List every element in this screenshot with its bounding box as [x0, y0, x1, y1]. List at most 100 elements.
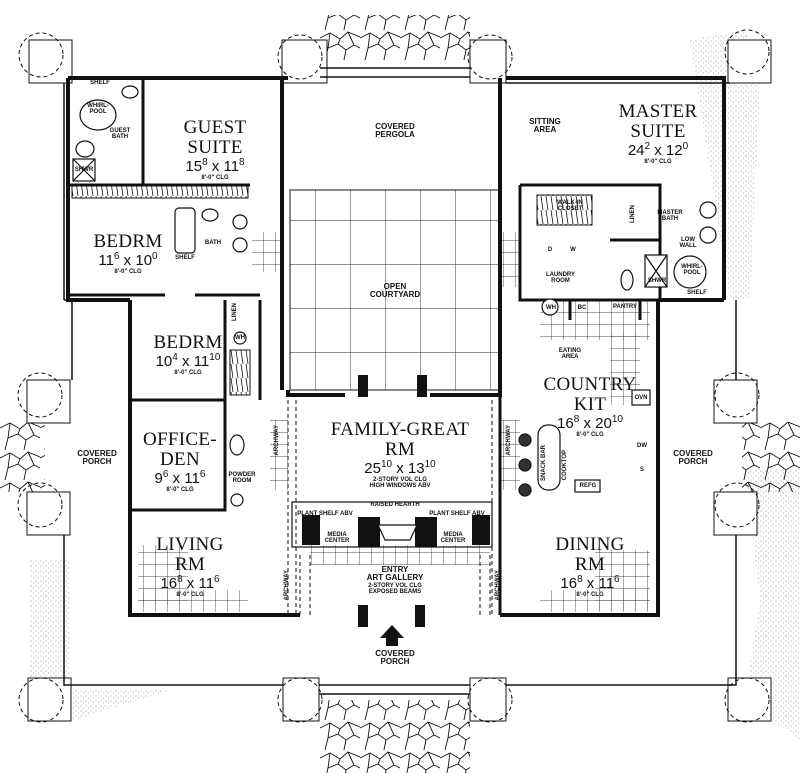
entry-arrow-icon — [380, 625, 404, 646]
fireplace — [291, 501, 493, 548]
room-label-country-kit: COUNTRY KIT 168 x 2010 8'-0" CLG — [540, 375, 640, 438]
label-oven: OVN — [634, 395, 648, 401]
room-dimensions: 168 x 2010 — [557, 413, 623, 432]
closet-shelving — [71, 185, 593, 396]
label-dishwasher: DW — [637, 443, 647, 449]
room-dimensions: 168 x 116 — [560, 573, 620, 592]
room-dimensions: 96 x 116 — [154, 468, 206, 487]
room-name: RM — [384, 438, 416, 460]
label-washer: W — [570, 247, 576, 253]
label-archway-3: ARCHWAY — [284, 570, 290, 601]
ceiling-note: 8'-0" CLG — [174, 369, 202, 376]
room-name: SUITE — [187, 136, 243, 158]
column-piers — [17, 29, 772, 723]
ceiling-note: 2-STORY VOL CLG — [373, 476, 427, 483]
ceiling-note: 8'-0" CLG — [576, 431, 604, 438]
label-archway-2: ARCHWAY — [506, 425, 512, 456]
label-entry-art-gallery: ENTRY ART GALLERY 2-STORY VOL CLG EXPOSE… — [366, 565, 424, 596]
room-label-family-great-rm: FAMILY-GREAT RM 2510 x 1310 2-STORY VOL … — [320, 420, 480, 489]
label-dryer: D — [547, 247, 553, 253]
room-label-dining-rm: DINING RM 168 x 116 8'-0" CLG — [550, 535, 630, 598]
exterior-walls — [66, 76, 726, 617]
label-linen-hall: LINEN — [232, 303, 238, 321]
room-dimensions: 242 x 120 — [627, 140, 689, 159]
label-bath: BATH — [204, 240, 222, 246]
room-label-office-den: OFFICE- DEN 96 x 116 8'-0" CLG — [140, 430, 220, 493]
ceiling-note: 8'-0" CLG — [166, 486, 194, 493]
label-cooktop: COOKTOP — [562, 450, 568, 481]
archways — [287, 400, 501, 615]
label-plant-shelf-left: PLANT SHELF ABV — [297, 511, 353, 517]
room-name: COUNTRY — [543, 374, 637, 395]
room-name: RM — [174, 553, 206, 575]
label-whirlpool-guest: WHIRL-POOL — [87, 103, 109, 116]
room-name: SUITE — [630, 120, 686, 142]
room-name: BEDRM — [93, 231, 163, 252]
label-shelf-guest: SHELF — [90, 80, 110, 86]
tile-floors — [138, 232, 650, 612]
label-linen-master: LINEN — [630, 205, 636, 223]
label-archway-4: ARCHWAY — [495, 570, 501, 601]
room-name: MASTER — [618, 101, 698, 122]
label-pantry: PANTRY — [613, 304, 637, 310]
ceiling-note: 8'-0" CLG — [644, 158, 672, 165]
label-plant-shelf-right: PLANT SHELF ABV — [429, 511, 485, 517]
ceiling-note: 8'-0" CLG — [176, 591, 204, 598]
ceiling-note: 8'-0" CLG — [114, 268, 142, 275]
room-dimensions: 168 x 116 — [160, 573, 220, 592]
window-note: HIGH WINDOWS ABV — [369, 482, 431, 489]
label-snack-bar: SNACK BAR — [541, 445, 547, 481]
label-shwr-guest: SHWR — [74, 167, 94, 173]
label-archway-1: ARCHWAY — [274, 425, 280, 456]
open-courtyard-floor — [289, 189, 501, 391]
label-whirlpool-master: WHIRL-POOL — [681, 264, 703, 277]
room-name: DEN — [160, 448, 200, 470]
room-name: LIVING — [156, 534, 224, 555]
label-sink: S — [639, 467, 644, 473]
bath-fixtures — [72, 85, 717, 507]
room-label-living-rm: LIVING RM 168 x 116 8'-0" CLG — [150, 535, 230, 598]
label-bc: BC — [577, 305, 587, 311]
room-name: GUEST — [183, 117, 247, 138]
label-wh-laundry: WH — [546, 305, 556, 311]
room-dimensions: 116 x 100 — [98, 250, 158, 269]
room-dimensions: 104 x 1110 — [155, 351, 221, 370]
label-shelf-bath: SHELF — [175, 255, 195, 261]
room-label-master-suite: MASTER SUITE 242 x 120 8'-0" CLG — [608, 102, 708, 165]
room-name: OFFICE- — [143, 429, 217, 450]
label-shelf-master: SHELF — [687, 290, 707, 296]
label-raised-hearth: RAISED HEARTH — [370, 502, 420, 508]
room-name: FAMILY-GREAT — [330, 419, 470, 440]
room-dimensions: 158 x 118 — [185, 156, 245, 175]
courtyard-posts — [358, 375, 427, 627]
room-label-guest-suite: GUEST SUITE 158 x 118 8'-0" CLG — [175, 118, 255, 181]
room-name: BEDRM — [153, 332, 223, 353]
kitchen-island — [518, 389, 651, 497]
label-refrigerator: REFG — [579, 483, 597, 489]
room-dimensions: 2510 x 1310 — [364, 458, 436, 477]
label-shwr-master: SHWR — [647, 278, 667, 284]
ceiling-note: 8'-0" CLG — [201, 174, 229, 181]
room-name: KIT — [573, 393, 607, 415]
label-wh-hall: WH — [235, 335, 245, 341]
stone-paving — [0, 15, 800, 773]
room-name: DINING — [555, 534, 625, 555]
room-label-bedrm-1: BEDRM 116 x 100 8'-0" CLG — [88, 232, 168, 275]
room-label-bedrm-2: BEDRM 104 x 1110 8'-0" CLG — [148, 333, 228, 376]
